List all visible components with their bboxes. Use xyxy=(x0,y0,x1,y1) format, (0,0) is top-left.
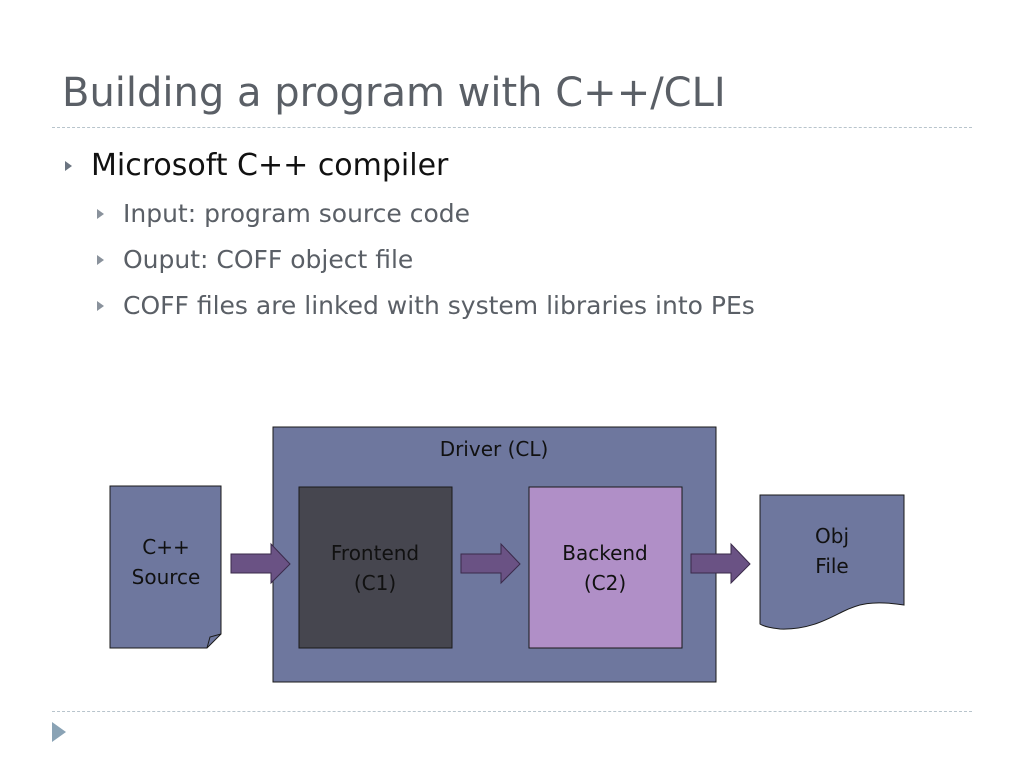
arrow-frontend-to-backend xyxy=(460,542,521,585)
arrow-backend-to-output xyxy=(690,542,751,585)
slide-title: Building a program with C++/CLI xyxy=(62,70,726,116)
driver-label: Driver (CL) xyxy=(440,437,549,461)
frontend-label-line2: (C1) xyxy=(354,571,396,595)
source-label-line2: Source xyxy=(132,565,201,589)
bullet-text: Microsoft C++ compiler xyxy=(91,148,449,183)
frontend-box xyxy=(298,486,453,649)
sub-bullet-text: Input: program source code xyxy=(123,199,471,228)
bullet-triangle-icon xyxy=(65,161,72,171)
backend-label-line2: (C2) xyxy=(584,571,626,595)
sub-bullet-text: Ouput: COFF object file xyxy=(123,245,414,274)
backend-box xyxy=(528,486,683,649)
frontend-label-line1: Frontend xyxy=(331,541,419,565)
bullet-triangle-icon xyxy=(97,301,104,311)
source-fold xyxy=(206,633,222,649)
bullet-triangle-icon xyxy=(97,255,104,265)
output-label-line2: File xyxy=(815,554,848,578)
backend-label-line1: Backend xyxy=(562,541,648,565)
slide-nav-triangle-icon xyxy=(52,722,66,742)
bullet-triangle-icon xyxy=(97,209,104,219)
output-document-shape xyxy=(759,494,905,630)
sub-bullet-text: COFF files are linked with system librar… xyxy=(123,291,755,320)
title-divider xyxy=(52,127,972,128)
arrow-source-to-frontend xyxy=(230,542,291,585)
output-label-line1: Obj xyxy=(815,524,849,548)
footer-divider xyxy=(52,711,972,712)
source-document-shape xyxy=(109,485,222,649)
source-label-line1: C++ xyxy=(142,535,189,559)
